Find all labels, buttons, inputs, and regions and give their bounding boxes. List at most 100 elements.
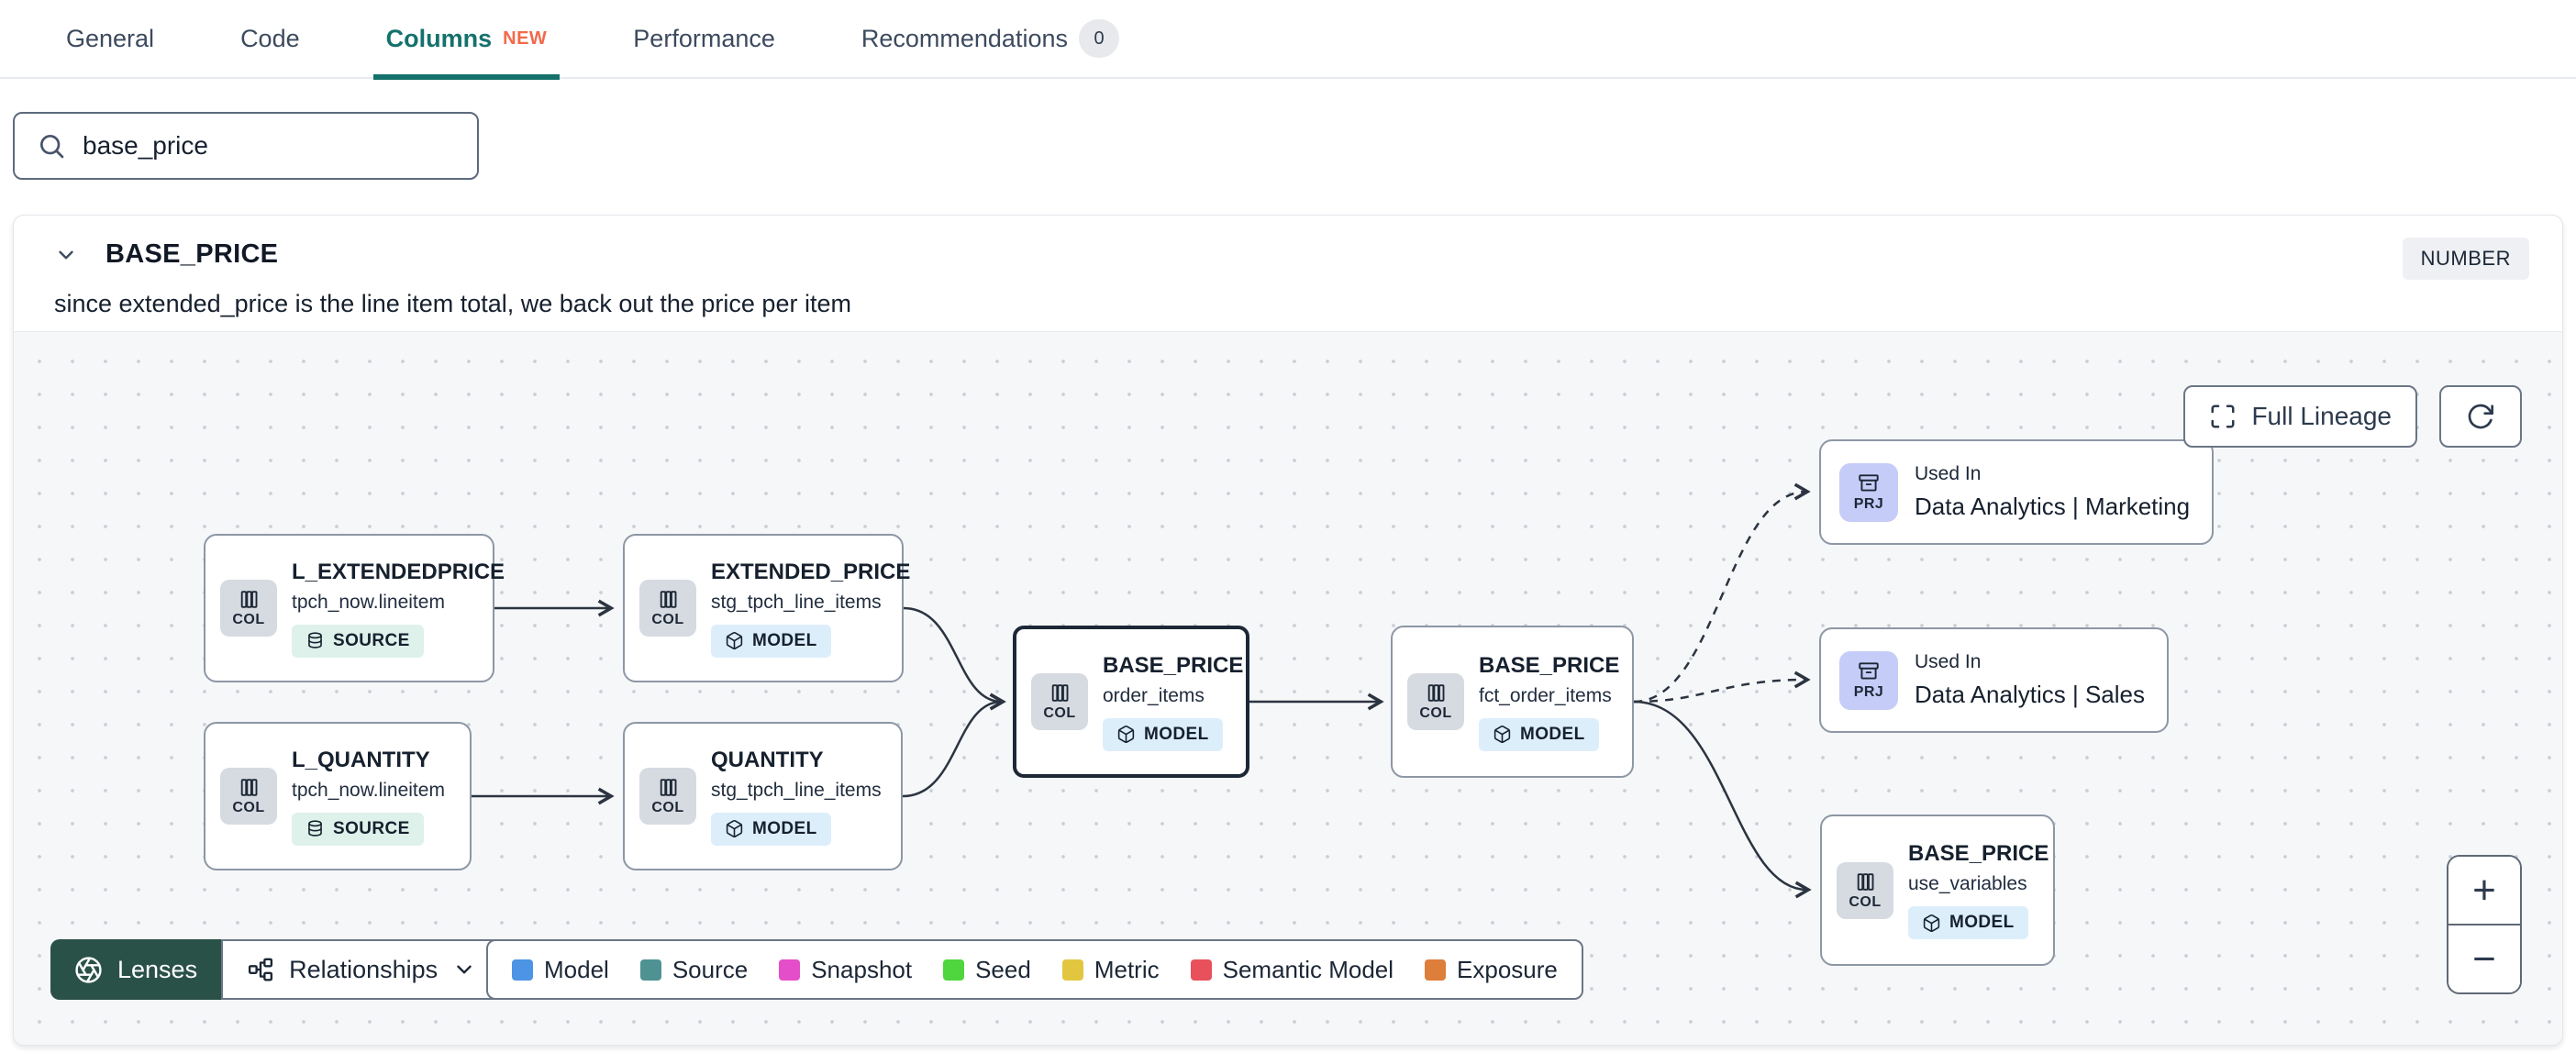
resource-badge-model: MODEL [1908, 906, 2028, 939]
cube-icon [1923, 914, 1940, 932]
legend-item-source: Source [639, 956, 748, 984]
column-panel-header: BASE_PRICE NUMBER since extended_price i… [14, 216, 2562, 331]
legend-swatch [1190, 959, 1212, 981]
lineage-canvas[interactable]: COL L_EXTENDEDPRICE tpch_now.lineitem SO… [14, 331, 2562, 1045]
legend-label: Metric [1094, 955, 1160, 983]
lineage-node-l-quantity[interactable]: COL L_QUANTITY tpch_now.lineitem SOURCE [204, 722, 472, 870]
node-subtitle: order_items [1103, 684, 1205, 706]
tab-general[interactable]: General [66, 0, 154, 78]
hierarchy-icon [249, 958, 273, 981]
resource-badge-source: SOURCE [292, 812, 424, 846]
column-chip: COL [220, 768, 277, 825]
badge-label: MODEL [1144, 724, 1209, 744]
relationships-dropdown[interactable]: Relationships [221, 939, 503, 1000]
tab-performance[interactable]: Performance [633, 0, 775, 78]
chevron-down-icon [457, 965, 472, 974]
node-title: BASE_PRICE [1908, 841, 2049, 866]
exposure-node-marketing[interactable]: PRJ Used In Data Analytics | Marketing [1819, 439, 2215, 545]
chip-label: COL [1849, 893, 1882, 910]
tab-columns[interactable]: Columns NEW [372, 0, 560, 80]
refresh-button[interactable] [2439, 385, 2522, 448]
legend-item-metric: Metric [1061, 955, 1160, 984]
legend-item-snapshot: Snapshot [779, 956, 912, 984]
zoom-controls: + − [2447, 855, 2522, 994]
resource-badge-model: MODEL [1103, 717, 1223, 751]
node-title: EXTENDED_PRICE [711, 559, 911, 584]
legend-swatch [779, 959, 801, 981]
badge-label: MODEL [752, 818, 817, 838]
node-subtitle: tpch_now.lineitem [292, 591, 445, 613]
badge-label: MODEL [752, 630, 817, 650]
chip-label: COL [232, 800, 265, 815]
node-title: BASE_PRICE [1103, 652, 1244, 678]
resource-badge-model: MODEL [1479, 717, 1599, 751]
zoom-in-button[interactable]: + [2448, 857, 2520, 926]
exposure-kicker: Used In [1915, 463, 1982, 484]
columns-icon [1051, 684, 1068, 702]
legend-item-seed: Seed [943, 956, 1031, 984]
search-input[interactable] [13, 112, 479, 180]
lineage-node-quantity[interactable]: COL QUANTITY stg_tpch_line_items MODEL [623, 722, 903, 870]
badge-label: MODEL [1520, 724, 1585, 744]
tab-bar: General Code Columns NEW Performance Rec… [0, 0, 2576, 80]
node-title: L_EXTENDEDPRICE [292, 559, 505, 584]
node-subtitle: stg_tpch_line_items [711, 591, 882, 613]
columns-icon [1427, 684, 1444, 702]
fullscreen-icon [2211, 405, 2235, 428]
lineage-node-extended-price[interactable]: COL EXTENDED_PRICE stg_tpch_line_items M… [623, 534, 910, 682]
column-search [13, 112, 479, 180]
column-type-badge: NUMBER [2402, 238, 2529, 280]
lenses-label: Lenses [117, 955, 198, 983]
chevron-down-icon[interactable] [54, 243, 78, 267]
lineage-node-base-price-fct-order-items[interactable]: COL BASE_PRICE fct_order_items MODEL [1391, 626, 1634, 778]
node-subtitle: tpch_now.lineitem [292, 779, 445, 801]
legend-swatch [1425, 959, 1447, 981]
legend-label: Model [544, 955, 609, 983]
tab-label: Code [240, 24, 300, 52]
tab-code[interactable]: Code [240, 0, 300, 78]
node-subtitle: fct_order_items [1479, 684, 1612, 706]
lenses-button[interactable]: Lenses [50, 939, 222, 1000]
chip-label: COL [1043, 705, 1076, 721]
node-subtitle: stg_tpch_line_items [711, 779, 882, 801]
search-icon [40, 135, 64, 159]
legend-item-model: Model [512, 956, 609, 984]
tab-label: Columns [385, 24, 493, 52]
exposure-title: Data Analytics | Sales [1915, 681, 2145, 708]
node-title: BASE_PRICE [1479, 652, 1620, 678]
legend-item-exposure: Exposure [1425, 956, 1558, 984]
node-subtitle: use_variables [1908, 873, 2027, 894]
new-badge: NEW [503, 28, 548, 49]
legend-label: Seed [975, 955, 1031, 983]
chip-label: COL [651, 800, 684, 815]
project-chip: PRJ [1839, 462, 1898, 522]
full-lineage-button[interactable]: Full Lineage [2183, 385, 2417, 448]
column-chip: COL [1837, 861, 1893, 919]
column-panel: BASE_PRICE NUMBER since extended_price i… [13, 215, 2563, 1046]
cube-icon [726, 819, 743, 838]
tab-recommendations[interactable]: Recommendations 0 [861, 0, 1119, 78]
lineage-node-base-price-use-variables[interactable]: COL BASE_PRICE use_variables MODEL [1820, 815, 2055, 966]
refresh-icon [2468, 404, 2493, 429]
badge-label: SOURCE [333, 818, 410, 838]
database-icon [308, 632, 322, 648]
zoom-out-button[interactable]: − [2448, 926, 2520, 992]
lineage-node-l-extendedprice[interactable]: COL L_EXTENDEDPRICE tpch_now.lineitem SO… [204, 534, 505, 682]
column-chip: COL [1407, 673, 1464, 730]
chip-label: COL [232, 612, 265, 627]
badge-label: MODEL [1949, 913, 2015, 932]
legend-label: Exposure [1457, 955, 1558, 983]
lineage-node-base-price-order-items[interactable]: COL BASE_PRICE order_items MODEL [1013, 626, 1249, 778]
archive-icon [1859, 474, 1879, 492]
resource-badge-source: SOURCE [292, 624, 424, 658]
column-chip: COL [639, 580, 696, 637]
full-lineage-label: Full Lineage [2251, 402, 2392, 430]
badge-label: SOURCE [333, 630, 410, 650]
column-chip: COL [639, 768, 696, 825]
lineage-legend: Model Source Snapshot Seed Metric Semant… [486, 939, 1583, 1000]
columns-icon [240, 591, 257, 608]
relationships-label: Relationships [289, 955, 439, 983]
exposure-node-sales[interactable]: PRJ Used In Data Analytics | Sales [1819, 627, 2169, 733]
columns-icon [1857, 872, 1873, 891]
cube-icon [726, 631, 743, 650]
